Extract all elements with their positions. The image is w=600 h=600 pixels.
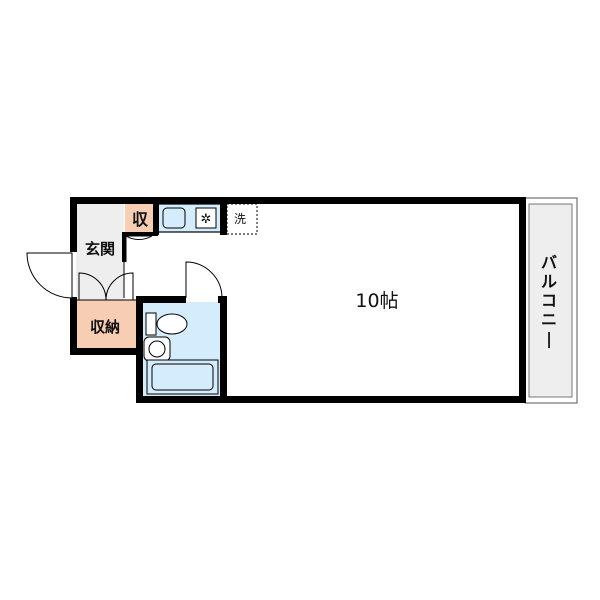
wall-bath-top-left — [136, 296, 186, 303]
kitchen-counter: ✲ — [157, 203, 223, 233]
main-room-label: 10帖 — [355, 290, 398, 312]
toilet-icon — [156, 313, 188, 335]
bathroom — [142, 302, 222, 398]
wall-bath-bottom — [136, 396, 227, 403]
entrance-label: 玄関 — [85, 240, 115, 258]
entrance-door[interactable] — [26, 252, 73, 299]
wall-closet-bottom — [122, 232, 158, 236]
wall-bath-top-right — [218, 296, 227, 303]
balcony: バルコニ| — [524, 197, 578, 404]
bathtub-inner-icon — [151, 363, 214, 391]
wall-left-bottom — [70, 297, 77, 355]
wall-bath-right — [220, 297, 227, 403]
wall-kitchen-end — [220, 197, 227, 235]
storage-label: 収納 — [90, 318, 120, 336]
washer-outline — [226, 203, 258, 235]
stove-burner-icon: ✲ — [201, 212, 212, 227]
closet-room — [125, 202, 155, 232]
balcony-label: バルコニ| — [541, 253, 557, 349]
wall-left-top — [70, 197, 77, 252]
doors — [26, 235, 223, 301]
storage-door-right[interactable] — [105, 272, 134, 301]
wall-closet-right — [153, 197, 159, 235]
walls — [70, 197, 526, 403]
storage-door-left[interactable] — [78, 272, 107, 301]
washer-label: 洗 — [234, 212, 246, 226]
closet-label: 収 — [132, 210, 149, 229]
bathroom-door[interactable] — [185, 261, 223, 299]
sink-icon — [162, 207, 186, 229]
wash-basin-bowl-icon — [148, 340, 166, 358]
closet-door[interactable] — [125, 235, 153, 262]
storage-room — [76, 300, 136, 350]
wall-right — [519, 197, 526, 403]
toilet-tank-icon — [145, 312, 157, 336]
stove-icon — [195, 207, 217, 229]
washer-space: 洗 — [226, 203, 258, 235]
wall-top-left — [70, 197, 160, 204]
wall-top — [155, 197, 526, 204]
wall-storage-bottom — [70, 348, 143, 355]
balcony-floor — [528, 203, 573, 398]
wall-bottom — [220, 396, 526, 403]
